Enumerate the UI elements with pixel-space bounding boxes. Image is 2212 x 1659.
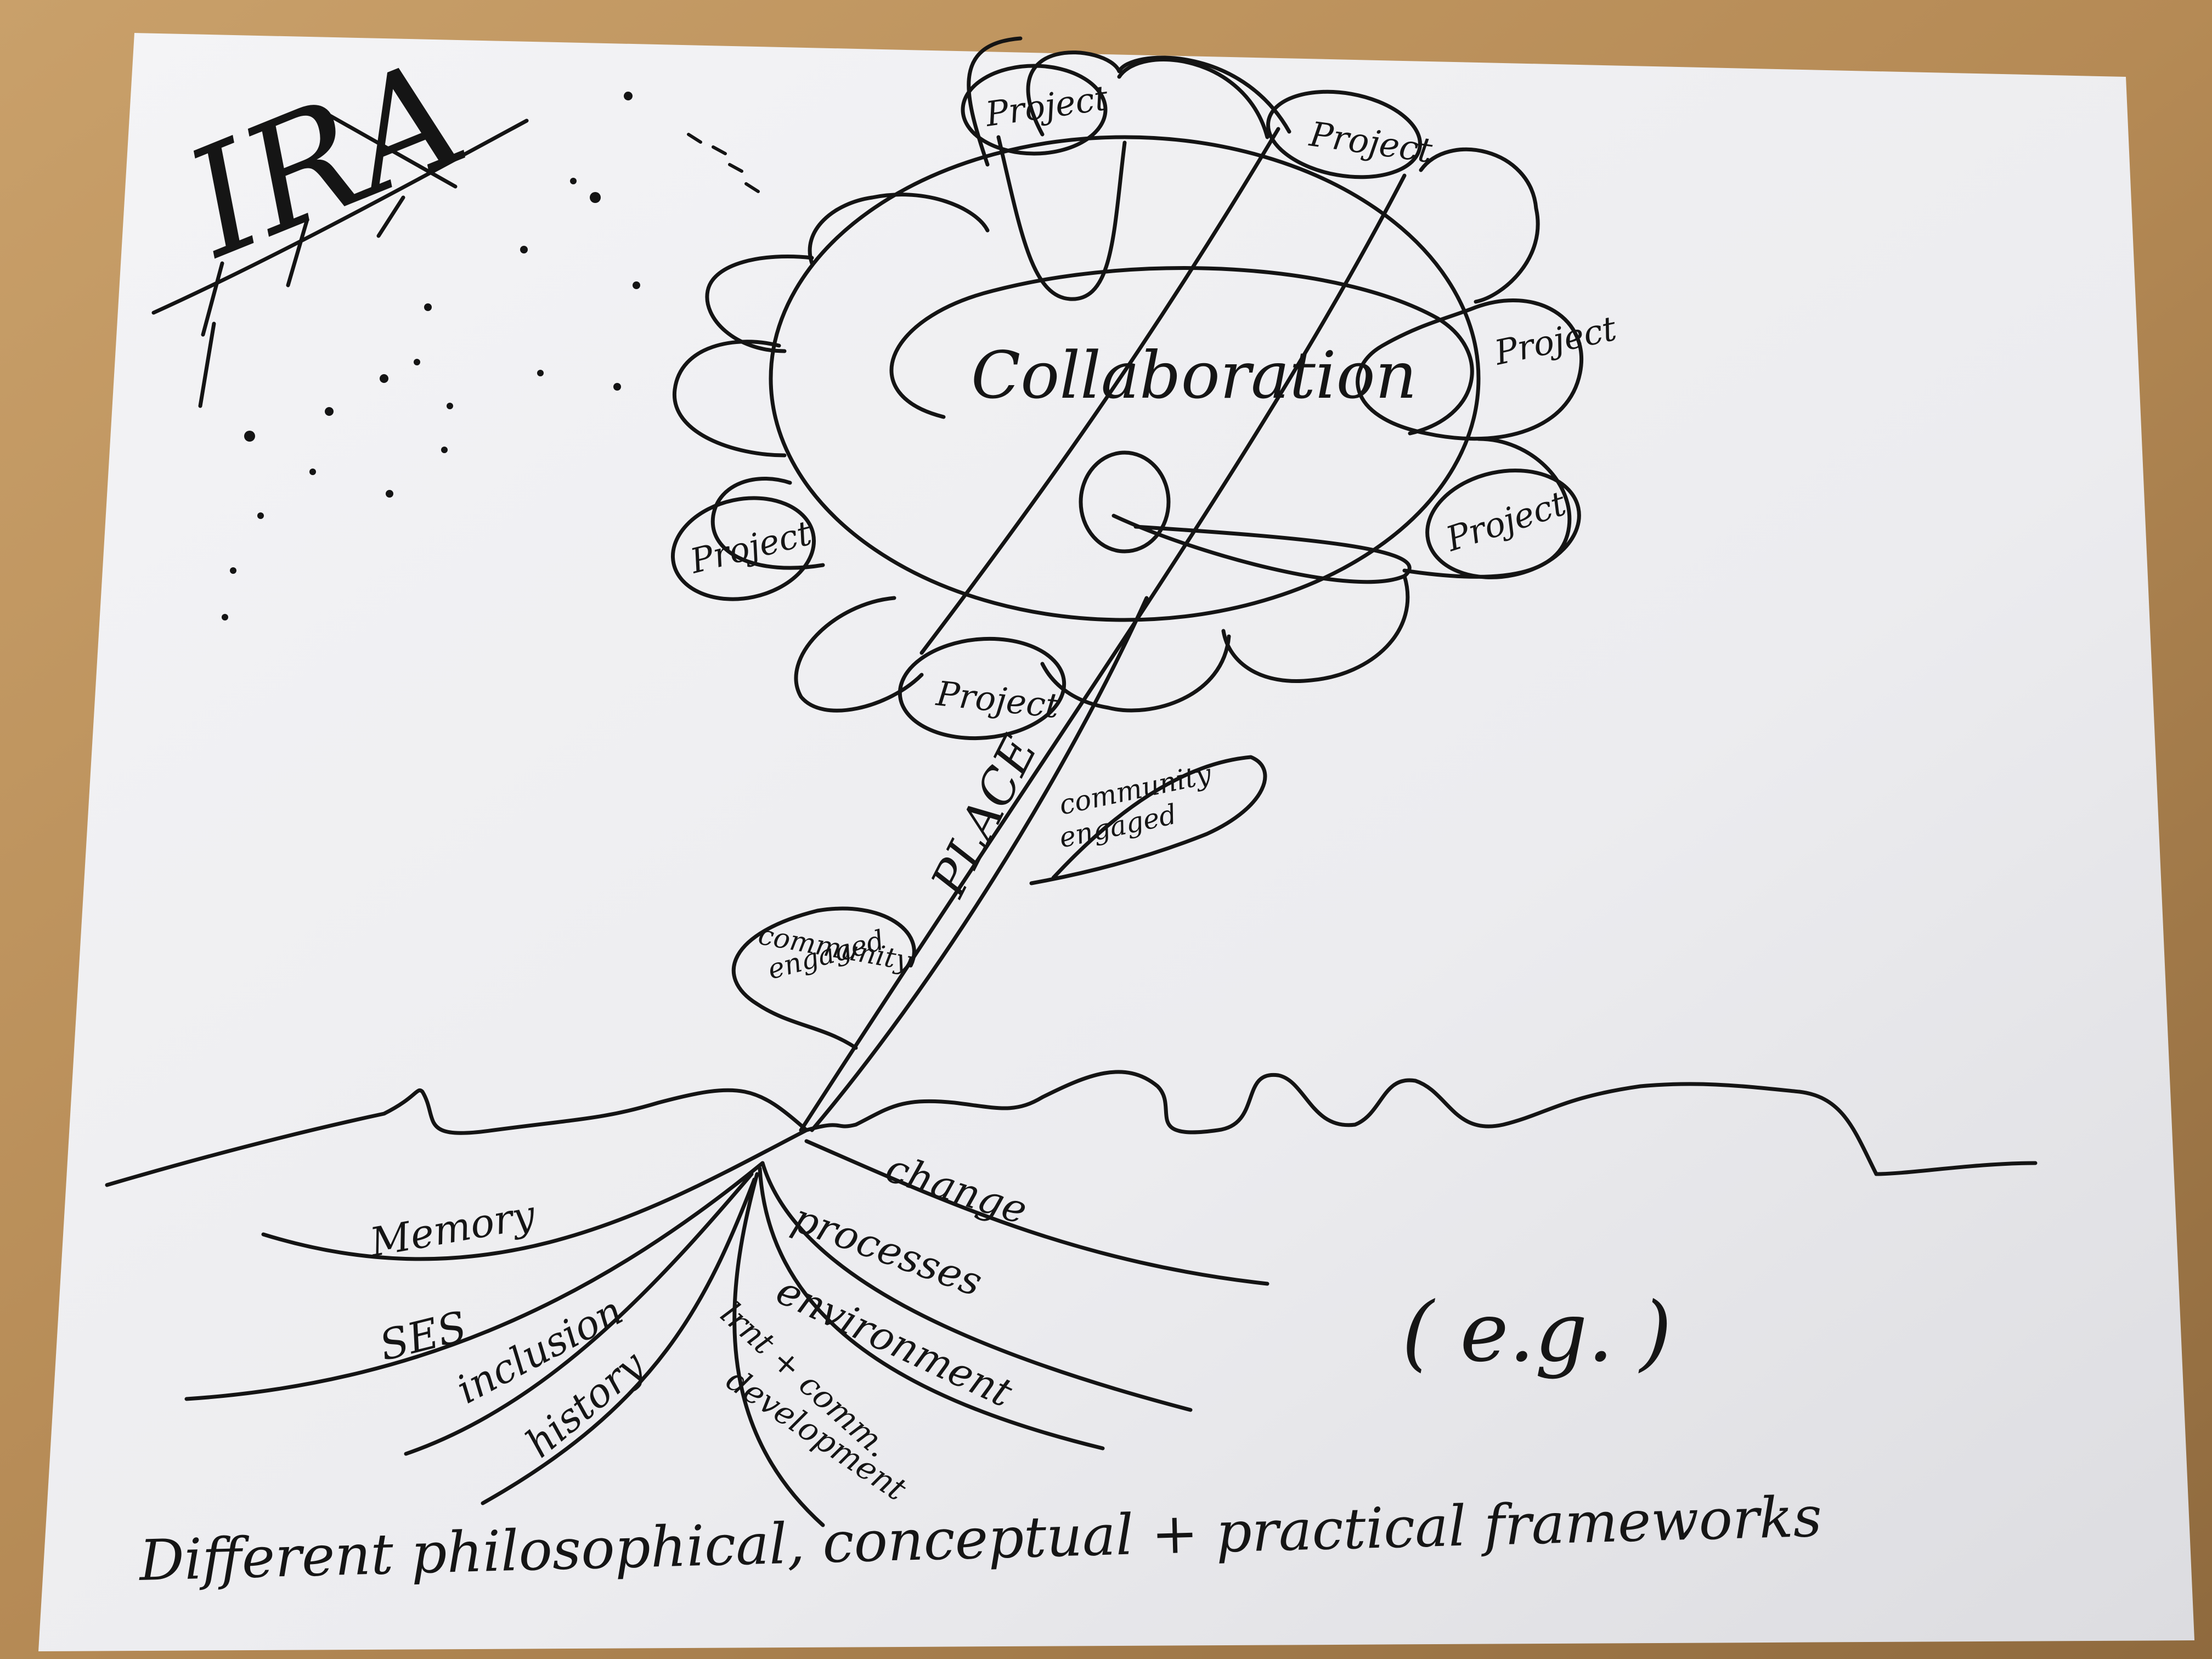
leaf [731, 906, 916, 1050]
project-petal [961, 64, 1108, 156]
petal-inner-u [996, 135, 1127, 301]
sun-ray [286, 217, 309, 287]
center-loop [1079, 450, 1171, 554]
root-line [481, 1177, 757, 1505]
sun-ray [376, 195, 405, 238]
petal [673, 340, 787, 458]
petal [1419, 147, 1540, 304]
note-eg: ( e.g. ) [1402, 1285, 1672, 1380]
petal [710, 477, 825, 570]
paper-sheet [38, 33, 2194, 1651]
leaf [1029, 755, 1267, 885]
project-petal [898, 636, 1066, 741]
project-petal [1266, 89, 1422, 179]
petal [1040, 634, 1231, 713]
stem-line [919, 127, 1280, 655]
root-line [404, 1172, 754, 1456]
ground-line [105, 1070, 2038, 1187]
stem-line [810, 596, 1149, 1132]
project-petal [670, 496, 816, 601]
petal [705, 255, 814, 353]
collaboration-swoop [889, 266, 1474, 436]
sun-dash-marks [687, 133, 760, 193]
root-line [760, 1161, 1193, 1412]
root-line [758, 1166, 1105, 1451]
root-line [804, 1139, 1269, 1286]
stem-line [799, 173, 1407, 1132]
petal [1221, 574, 1410, 683]
sun-ray [201, 261, 224, 337]
root-line [732, 1172, 825, 1527]
root-line [184, 1161, 765, 1401]
sun-edge-line [151, 119, 529, 315]
sun-ray [327, 113, 458, 189]
petal [794, 596, 924, 713]
flower-center-circle [769, 135, 1481, 622]
petal [1026, 50, 1291, 137]
sun-dots [222, 92, 640, 620]
petal [808, 193, 990, 266]
sun-ray [198, 321, 216, 408]
project-petal [1356, 298, 1583, 441]
center-label: Collaboration [971, 337, 1417, 413]
project-petal [1425, 469, 1581, 579]
root-line [261, 1128, 809, 1261]
